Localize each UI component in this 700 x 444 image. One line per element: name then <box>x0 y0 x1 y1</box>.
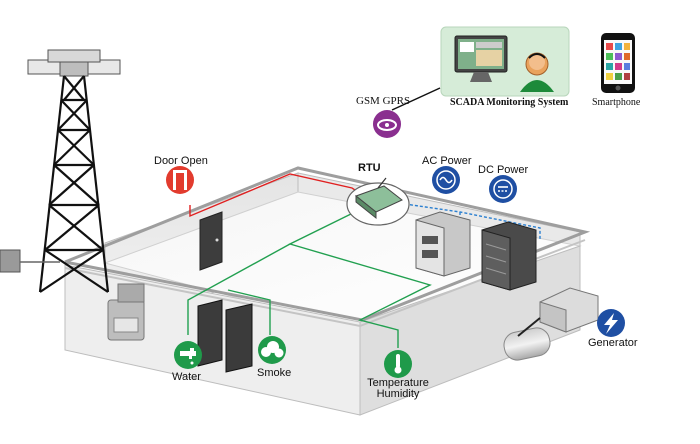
dc-lines-icon <box>489 175 517 203</box>
generator-unit <box>503 287 599 361</box>
temperature-humidity-label: Temperature Humidity <box>358 378 438 400</box>
ac-power-label: AC Power <box>422 155 472 167</box>
humidity-label: Humidity <box>376 388 420 400</box>
rtu-device <box>346 177 410 226</box>
rtu-label: RTU <box>358 162 381 174</box>
gsm-gprs-label: GSM GPRS <box>356 95 411 107</box>
telecom-tower <box>27 49 121 293</box>
wall-rim <box>64 166 591 322</box>
shed <box>0 249 21 273</box>
smoke-label: Smoke <box>257 367 292 379</box>
water-label: Water <box>172 371 201 383</box>
thermometer-icon <box>384 350 412 378</box>
alarm-wire <box>189 173 359 218</box>
smoke-cloud-icon <box>258 336 286 364</box>
faucet-icon <box>174 341 202 369</box>
smartphone-icon <box>601 33 635 93</box>
scada-link <box>391 87 441 111</box>
dc-power-label: DC Power <box>478 164 529 176</box>
operator-icon <box>520 52 554 92</box>
scada-label: SCADA Monitoring System <box>450 97 569 108</box>
door-icon <box>166 166 194 194</box>
gsm-antenna-icon <box>373 110 401 138</box>
dc-rack <box>481 221 537 291</box>
lightning-icon <box>597 309 625 337</box>
door <box>199 211 223 271</box>
monitor-icon <box>454 35 508 82</box>
air-conditioner <box>107 283 145 341</box>
sensor-wires <box>187 211 432 348</box>
generator-label: Generator <box>588 337 638 349</box>
scada-panel <box>440 26 570 97</box>
ac-rack <box>415 211 471 277</box>
door-open-label: Door Open <box>154 155 208 167</box>
ac-wave-icon <box>432 166 460 194</box>
smartphone-label: Smartphone <box>592 97 641 108</box>
battery-cabinets <box>197 299 253 373</box>
temperature-label: Temperature <box>367 377 429 389</box>
